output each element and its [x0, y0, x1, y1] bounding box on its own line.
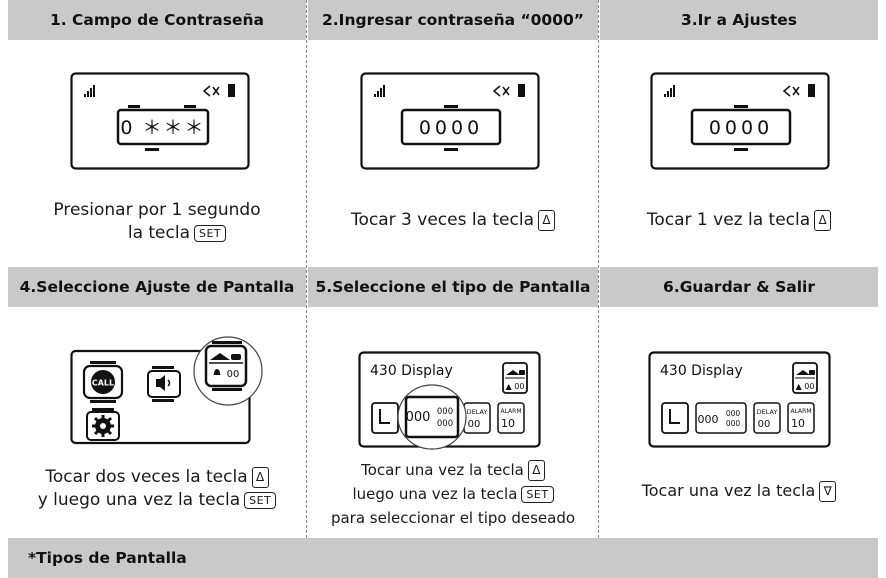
- up-key-icon: Δ: [527, 460, 545, 481]
- device-screen-step-4: CALL 0: [70, 336, 263, 445]
- clock-face-option: [661, 402, 689, 434]
- svg-text:▲ 00: ▲ 00: [506, 382, 525, 391]
- svg-text:10: 10: [501, 417, 515, 430]
- device-screen-step-6: 430 Display ▲ 00 000 000 000 DELAY 00 AL…: [648, 351, 831, 448]
- call-icon: CALL: [82, 361, 124, 403]
- delay-option: DELAY 00: [463, 402, 491, 434]
- battery-icon: [518, 84, 525, 97]
- step-1-header: 1. Campo de Contraseña: [8, 0, 306, 40]
- signal-icon: [374, 85, 385, 97]
- up-key-icon: Δ: [251, 466, 269, 488]
- display-settings-icon: ▲ 00: [502, 362, 528, 394]
- svg-text:ALARM: ALARM: [500, 408, 521, 415]
- password-value: 0000: [709, 117, 773, 139]
- device-screen-step-1: 0 ＊＊＊: [70, 72, 250, 170]
- caption-line: para seleccionar el tipo deseado: [330, 509, 576, 527]
- step-6-header: 6.Guardar & Salir: [600, 267, 878, 307]
- caption-line: Presionar por 1 segundo: [53, 200, 261, 220]
- column-divider: [598, 0, 599, 538]
- down-key-icon: ∇: [819, 481, 837, 502]
- svg-text:DELAY: DELAY: [467, 408, 488, 416]
- digits-option: 000 000 000: [695, 402, 747, 434]
- set-key-icon: SET: [521, 486, 554, 503]
- step-6-caption: Tocar una vez la tecla∇: [600, 479, 878, 502]
- set-key-icon: SET: [194, 224, 227, 242]
- display-settings-icon: ▲ 00: [792, 362, 818, 394]
- password-value: 0000: [419, 117, 483, 139]
- display-settings-icon: 00: [193, 336, 263, 406]
- battery-icon: [228, 84, 235, 97]
- svg-text:00: 00: [227, 369, 240, 380]
- step-3-header: 3.Ir a Ajustes: [600, 0, 878, 40]
- mute-speaker-icon: [202, 85, 220, 97]
- display-types-header: *Tipos de Pantalla: [8, 538, 878, 578]
- alarm-option: ALARM 10: [497, 402, 525, 434]
- svg-text:000: 000: [406, 410, 431, 425]
- gear-icon: [86, 408, 120, 441]
- clock-face-option: [371, 402, 399, 434]
- svg-text:00: 00: [468, 419, 481, 430]
- svg-text:000: 000: [726, 409, 741, 418]
- signal-icon: [84, 85, 95, 97]
- up-key-icon: Δ: [814, 209, 832, 231]
- column-divider: [306, 0, 307, 538]
- svg-text:000: 000: [698, 413, 719, 426]
- set-key-icon: SET: [244, 491, 277, 509]
- screen-title: 430 Display: [370, 363, 453, 379]
- mute-speaker-icon: [782, 85, 800, 97]
- device-screen-step-3: 0000: [650, 72, 830, 170]
- signal-icon: [664, 85, 675, 97]
- alarm-option: ALARM 10: [787, 402, 815, 434]
- svg-text:DELAY: DELAY: [757, 408, 778, 416]
- mute-speaker-icon: [492, 85, 510, 97]
- svg-text:10: 10: [791, 417, 805, 430]
- device-screen-step-5: 430 Display ▲ 00 DELAY 00 ALARM 10 000 0…: [358, 351, 541, 450]
- svg-text:▲ 00: ▲ 00: [796, 382, 815, 391]
- step-4-header: 4.Seleccione Ajuste de Pantalla: [8, 267, 306, 307]
- svg-text:00: 00: [758, 419, 771, 430]
- device-screen-step-2: 0000: [360, 72, 540, 170]
- step-5-header: 5.Seleccione el tipo de Pantalla: [308, 267, 598, 307]
- up-key-icon: Δ: [538, 209, 555, 231]
- step-2-header: 2.Ingresar contraseña “0000”: [308, 0, 598, 40]
- svg-text:000: 000: [437, 407, 453, 417]
- svg-text:000: 000: [726, 419, 741, 428]
- selected-digits-option: 000 000 000: [397, 384, 467, 450]
- battery-icon: [808, 84, 815, 97]
- svg-text:000: 000: [437, 419, 453, 429]
- delay-option: DELAY 00: [753, 402, 781, 434]
- password-value: 0 ＊＊＊: [120, 117, 205, 139]
- speaker-volume-icon: [147, 366, 181, 402]
- svg-text:CALL: CALL: [92, 379, 114, 388]
- screen-title: 430 Display: [660, 363, 743, 379]
- svg-text:ALARM: ALARM: [790, 408, 811, 415]
